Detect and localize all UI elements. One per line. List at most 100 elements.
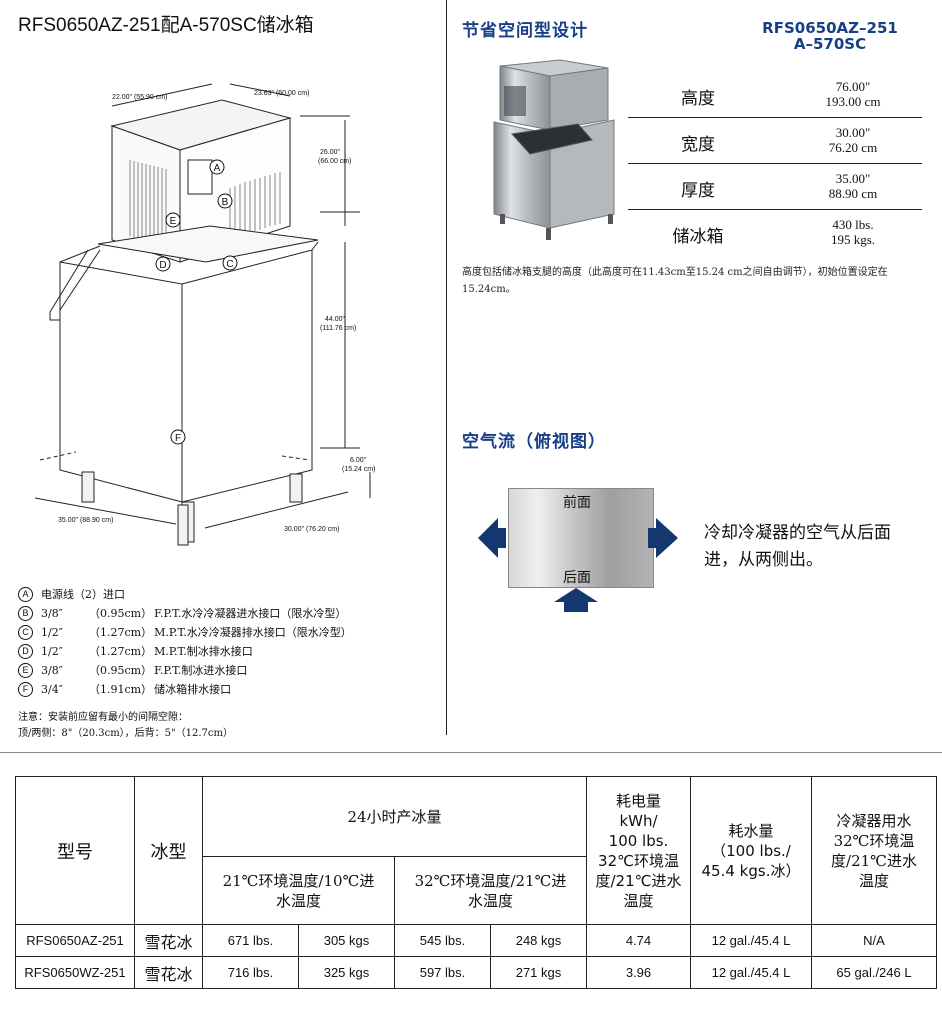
- condenser-line: 温度: [858, 871, 889, 890]
- horizontal-divider: [0, 752, 942, 753]
- table-row: RFS0650AZ-251 雪花冰 671 lbs. 305 kgs 545 l…: [15, 924, 937, 957]
- legend-row-c: C 1/2″ （1.27cm） M.P.T.水冷冷凝器排水接口（限水冷型）: [18, 623, 352, 642]
- cell-lbs-21c: 671 lbs.: [202, 924, 299, 957]
- cell-water: 12 gal./45.4 L: [690, 924, 812, 957]
- arrow-up-icon: [554, 588, 598, 612]
- dimension-drawing: A B C D E F 22.00" (55.90 cm) 23.63" (60…: [34, 83, 375, 546]
- legend-size: 3/4″: [41, 683, 63, 696]
- dim-row-label: 储冰箱: [672, 227, 724, 247]
- legend-metric: （0.95cm）: [89, 664, 153, 677]
- callout-f: F: [170, 429, 186, 445]
- model-line-1: RFS0650AZ–251: [762, 19, 898, 37]
- header-production: 24小时产冰量: [202, 776, 587, 857]
- legend-letter: D: [18, 644, 33, 659]
- header-condition-21c: 21℃环境温度/10℃进水温度: [202, 856, 395, 925]
- legend-metric: （0.95cm）: [89, 607, 153, 620]
- legend-size: 3/8″: [41, 607, 63, 620]
- dimension-table: 高度 76.00" 193.00 cm 宽度 30.00" 76.20 cm 厚…: [628, 72, 922, 255]
- legend-size: 1/2″: [41, 645, 63, 658]
- connection-legend: A 电源线（2）进口 B 3/8″ （0.95cm） F.P.T.水冷冷凝器进水…: [18, 585, 352, 699]
- condenser-line: 度/21℃进水: [831, 851, 917, 870]
- dim-value-metric: 88.90 cm: [828, 186, 878, 201]
- dim-row-height: 高度 76.00" 193.00 cm: [628, 72, 922, 118]
- space-model-header: RFS0650AZ–251 A–570SC: [745, 20, 915, 52]
- cell-energy: 3.96: [586, 956, 691, 989]
- dim-bin-width: 30.00" (76.20 cm): [284, 526, 339, 533]
- legend-metric: （1.91cm）: [89, 683, 153, 696]
- header-energy: 耗电量 kWh/ 100 lbs. 32℃环境温 度/21℃进水 温度: [586, 776, 691, 925]
- dim-head-height: 26.00": [320, 149, 341, 156]
- space-section-title: 节省空间型设计: [462, 21, 588, 41]
- energy-line: kWh/: [619, 811, 658, 830]
- table-row: RFS0650WZ-251 雪花冰 716 lbs. 325 kgs 597 l…: [15, 956, 937, 989]
- dim-bin-depth: 35.00" (88.90 cm): [58, 517, 113, 524]
- dim-row-values: 35.00" 88.90 cm: [768, 171, 938, 201]
- legend-size: 3/8″: [41, 664, 63, 677]
- dim-row-label: 高度: [681, 89, 715, 109]
- dim-bin-height-cm: (111.76 cm): [320, 325, 356, 332]
- dim-head-height-cm: (66.00 cm): [318, 158, 351, 165]
- dim-legs: 6.00": [350, 457, 367, 464]
- energy-line: 耗电量: [615, 791, 661, 810]
- dim-legs-cm: (15.24 cm): [342, 466, 375, 473]
- svg-text:C: C: [226, 259, 233, 270]
- svg-text:A: A: [214, 163, 221, 174]
- cell-water: 12 gal./45.4 L: [690, 956, 812, 989]
- dim-value-inch: 30.00": [835, 125, 871, 140]
- dim-row-depth: 厚度 35.00" 88.90 cm: [628, 164, 922, 210]
- cell-kgs-21c: 305 kgs: [298, 924, 395, 957]
- callout-b: B: [217, 193, 233, 209]
- cell-ice-type: 雪花冰: [134, 956, 203, 989]
- airflow-front-label: 前面: [563, 495, 591, 511]
- legend-row-f: F 3/4″ （1.91cm） 储冰箱排水接口: [18, 680, 352, 699]
- condenser-line: 32℃环境温: [833, 831, 915, 850]
- dim-row-values: 30.00" 76.20 cm: [768, 125, 938, 155]
- cell-kgs-32c: 248 kgs: [490, 924, 587, 957]
- legend-letter: E: [18, 663, 33, 678]
- svg-text:F: F: [175, 433, 181, 444]
- legend-text: 电源线（2）进口: [41, 588, 125, 601]
- callout-d: D: [155, 256, 171, 272]
- legend-letter: F: [18, 682, 33, 697]
- cell-lbs-21c: 716 lbs.: [202, 956, 299, 989]
- dim-row-values: 430 lbs. 195 kgs.: [768, 217, 938, 247]
- legend-letter: C: [18, 625, 33, 640]
- callout-e: E: [165, 212, 181, 228]
- header-condition-32c: 32℃环境温度/21℃进水温度: [394, 856, 587, 925]
- cell-model: RFS0650WZ-251: [15, 956, 135, 989]
- dim-row-width: 宽度 30.00" 76.20 cm: [628, 118, 922, 164]
- svg-text:B: B: [222, 197, 229, 208]
- energy-line: 温度: [623, 891, 654, 910]
- height-footnote: 高度包括储冰箱支腿的高度（此高度可在11.43cm至15.24 cm之间自由调节…: [462, 267, 888, 295]
- legend-text: F.P.T.制冰进水接口: [154, 664, 248, 677]
- cell-lbs-32c: 545 lbs.: [394, 924, 491, 957]
- dim-value-metric: 193.00 cm: [825, 94, 881, 109]
- condenser-line: 冷凝器用水: [836, 811, 912, 830]
- header-condenser-water: 冷凝器用水 32℃环境温 度/21℃进水 温度: [811, 776, 937, 925]
- cell-energy: 4.74: [586, 924, 691, 957]
- legend-text: F.P.T.水冷冷凝器进水接口（限水冷型）: [154, 607, 347, 620]
- legend-text: M.P.T.水冷冷凝器排水接口（限水冷型）: [154, 626, 352, 639]
- legend-row-d: D 1/2″ （1.27cm） M.P.T.制冰排水接口: [18, 642, 352, 661]
- legend-row-e: E 3/8″ （0.95cm） F.P.T.制冰进水接口: [18, 661, 352, 680]
- legend-row-a: A 电源线（2）进口: [18, 585, 352, 604]
- dim-value-inch: 76.00": [835, 79, 871, 94]
- dim-bin-height: 44.00": [325, 316, 346, 323]
- dim-row-label: 宽度: [681, 135, 715, 155]
- cell-kgs-32c: 271 kgs: [490, 956, 587, 989]
- arrow-right-icon: [648, 518, 678, 558]
- cell-condenser-water: N/A: [811, 924, 937, 957]
- legend-row-b: B 3/8″ （0.95cm） F.P.T.水冷冷凝器进水接口（限水冷型）: [18, 604, 352, 623]
- vertical-divider: [446, 0, 447, 735]
- dim-row-bin: 储冰箱 430 lbs. 195 kgs.: [628, 210, 922, 255]
- model-line-2: A–570SC: [793, 35, 867, 53]
- dim-row-values: 76.00" 193.00 cm: [768, 79, 938, 109]
- dim-width-top: 23.63" (60.00 cm): [254, 90, 309, 97]
- legend-size: 1/2″: [41, 626, 63, 639]
- airflow-back-label: 后面: [563, 570, 591, 586]
- note-line-1: 注意：安装前应留有最小的间隔空隙：: [18, 712, 188, 723]
- legend-text: M.P.T.制冰排水接口: [154, 645, 253, 658]
- cell-kgs-21c: 325 kgs: [298, 956, 395, 989]
- product-image: [493, 59, 615, 240]
- energy-line: 32℃环境温: [598, 851, 679, 870]
